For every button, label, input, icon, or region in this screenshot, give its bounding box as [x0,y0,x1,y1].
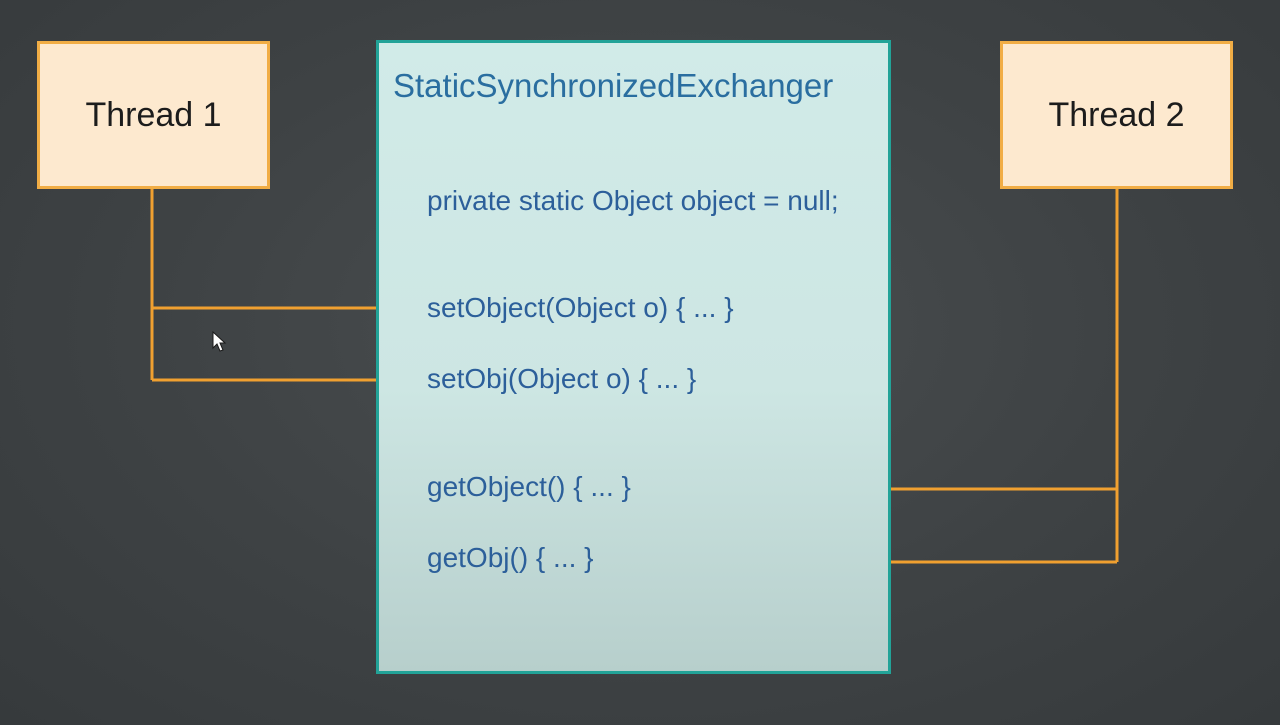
method-getObject: getObject() { ... } [427,471,631,502]
thread-2-label: Thread 2 [1048,95,1185,134]
thread-2-box: Thread 2 [1000,41,1233,189]
exchanger-class-box: StaticSynchronizedExchanger private stat… [376,40,891,674]
method-setObj: setObj(Object o) { ... } [427,363,697,394]
thread-1-label: Thread 1 [85,95,222,134]
method-getObj: getObj() { ... } [427,542,594,573]
mouse-pointer-icon [212,331,227,352]
static-field-declaration: private static Object object = null; [427,185,839,216]
thread-1-box: Thread 1 [37,41,270,189]
class-title: StaticSynchronizedExchanger [393,67,834,104]
method-setObject: setObject(Object o) { ... } [427,292,734,323]
